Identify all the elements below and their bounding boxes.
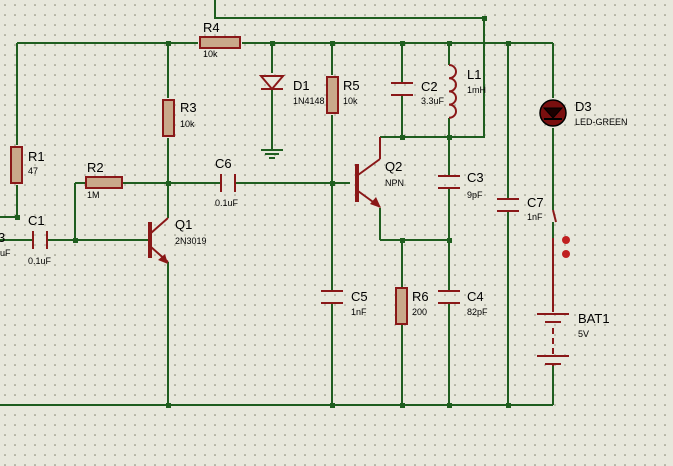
- offscreen-label: 3: [0, 230, 5, 245]
- c1-label: C1: [28, 213, 45, 228]
- c3-value: 9pF: [467, 190, 483, 200]
- c7-label: C7: [527, 195, 544, 210]
- q2-value: NPN: [385, 178, 404, 188]
- bat1-value: 5V: [578, 329, 589, 339]
- led-d3[interactable]: [539, 99, 567, 127]
- c4-label: C4: [467, 289, 484, 304]
- r2-label: R2: [87, 160, 104, 175]
- c5-label: C5: [351, 289, 368, 304]
- r1-value: 47: [28, 166, 38, 176]
- offscreen-value: uF: [0, 248, 11, 258]
- resistor-r5[interactable]: [326, 76, 339, 114]
- c2-value: 3.3uF: [421, 96, 445, 106]
- inductor-l1[interactable]: [448, 64, 457, 119]
- capacitor-c2[interactable]: [391, 82, 413, 96]
- junctions: [15, 16, 511, 408]
- capacitor-c6[interactable]: [220, 174, 236, 192]
- capacitor-c7[interactable]: [497, 198, 519, 212]
- bat1-label: BAT1: [578, 311, 610, 326]
- switch[interactable]: [552, 209, 570, 258]
- c5-value: 1nF: [351, 307, 367, 317]
- r4-label: R4: [203, 20, 220, 35]
- q2-label: Q2: [385, 159, 402, 174]
- r6-value: 200: [412, 307, 427, 317]
- battery-bat1[interactable]: [537, 238, 569, 366]
- capacitor-c3[interactable]: [438, 175, 460, 189]
- wires: [0, 0, 554, 406]
- q1-value: 2N3019: [175, 236, 207, 246]
- c1-value: 0.1uF: [28, 256, 52, 266]
- resistor-r2[interactable]: [85, 176, 123, 189]
- resistor-r1[interactable]: [10, 146, 23, 184]
- c4-value: 82pF: [467, 307, 488, 317]
- transistor-q2[interactable]: [355, 137, 381, 208]
- c7-value: 1nF: [527, 212, 543, 222]
- d3-value: LED-GREEN: [575, 117, 628, 127]
- transistor-q1[interactable]: [148, 217, 169, 264]
- r6-label: R6: [412, 289, 429, 304]
- r5-value: 10k: [343, 96, 358, 106]
- q1-label: Q1: [175, 217, 192, 232]
- capacitor-c4[interactable]: [438, 290, 460, 304]
- resistor-r3[interactable]: [162, 99, 175, 137]
- c6-value: 0.1uF: [215, 198, 239, 208]
- r1-label: R1: [28, 149, 45, 164]
- c3-label: C3: [467, 170, 484, 185]
- diode-d1[interactable]: [258, 75, 286, 91]
- r3-value: 10k: [180, 119, 195, 129]
- d1-label: D1: [293, 78, 310, 93]
- resistor-r4[interactable]: [199, 36, 241, 49]
- c6-label: C6: [215, 156, 232, 171]
- d3-label: D3: [575, 99, 592, 114]
- d1-value: 1N4148: [293, 96, 325, 106]
- c2-label: C2: [421, 79, 438, 94]
- r5-label: R5: [343, 78, 360, 93]
- resistor-r6[interactable]: [395, 287, 408, 325]
- l1-label: L1: [467, 67, 481, 82]
- capacitor-c5[interactable]: [321, 290, 343, 304]
- r2-value: 1M: [87, 190, 100, 200]
- r4-value: 10k: [203, 49, 218, 59]
- l1-value: 1mH: [467, 85, 486, 95]
- capacitor-c1[interactable]: [32, 231, 48, 249]
- ground-icon: [261, 149, 283, 159]
- r3-label: R3: [180, 100, 197, 115]
